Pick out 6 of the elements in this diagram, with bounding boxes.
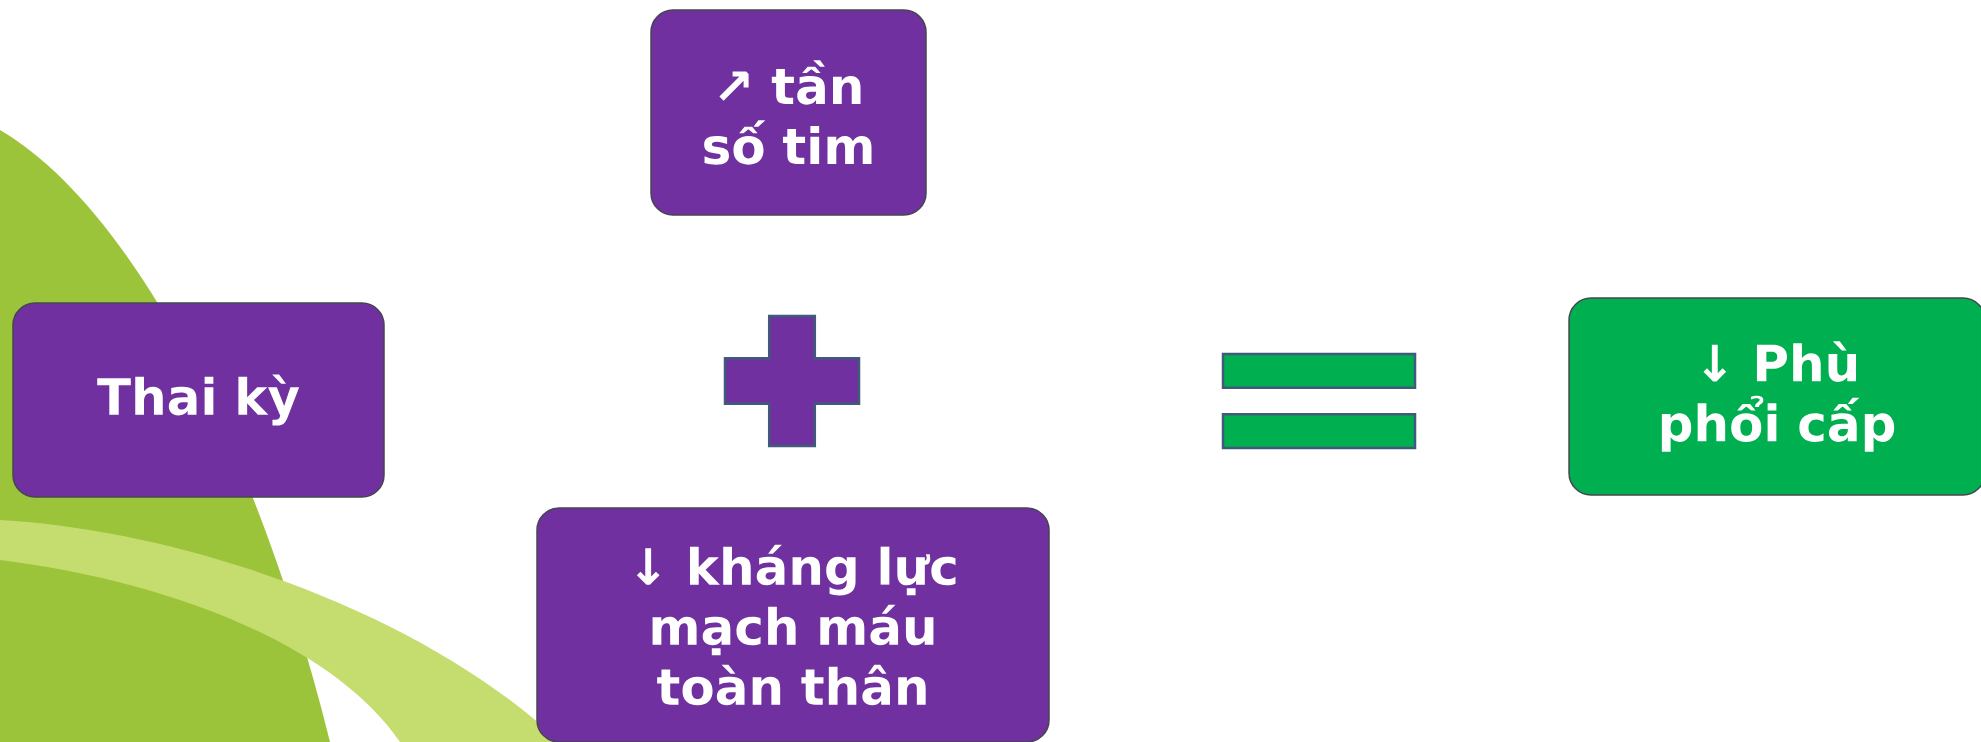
plus-sign (723, 314, 861, 448)
equals-sign (1221, 352, 1417, 450)
text-box: Thai kỳ (12, 302, 385, 498)
text-box: ↗ tần số tim (650, 9, 927, 216)
text-box: ↓ kháng lực mạch máu toàn thân (536, 507, 1050, 742)
text-box: ↓ Phù phổi cấp (1568, 297, 1981, 496)
